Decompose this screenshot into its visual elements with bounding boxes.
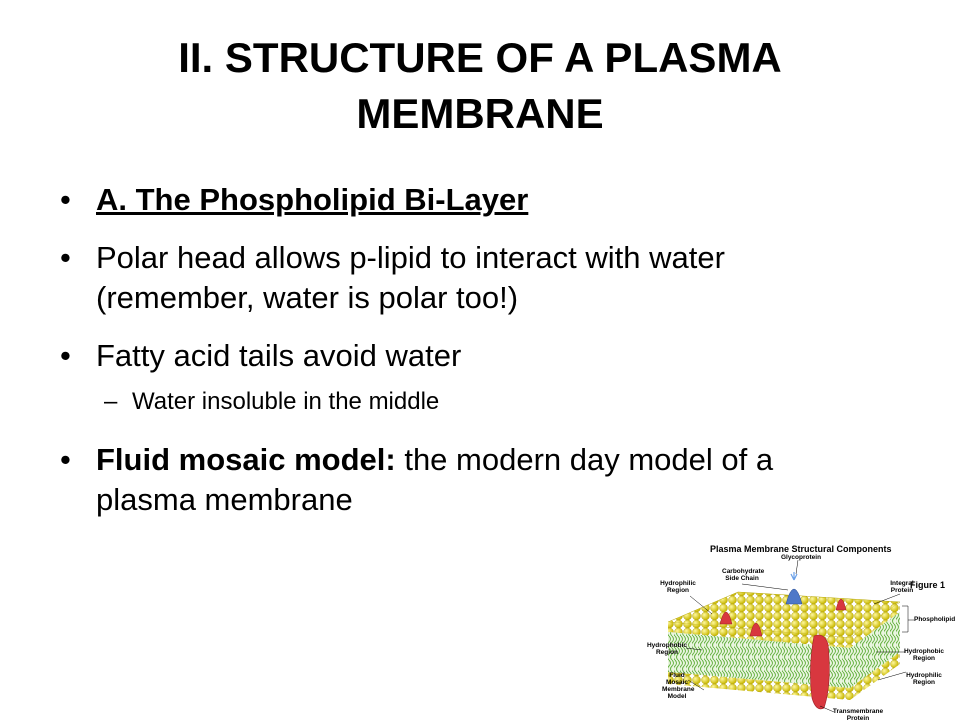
- bullet-list: A. The Phospholipid Bi-Layer Polar head …: [60, 180, 832, 538]
- bullet-phospholipid-bilayer: A. The Phospholipid Bi-Layer: [60, 180, 832, 220]
- glycoprotein-blue: [785, 588, 803, 605]
- transmembrane-protein: [810, 634, 830, 710]
- figure-title: Plasma Membrane Structural Components: [710, 544, 892, 554]
- membrane-illustration: [667, 559, 914, 713]
- figure-number: Figure 1: [910, 580, 946, 590]
- label-hydrophilic-region-left: Hydrophilic Region: [660, 580, 696, 594]
- membrane-side-lower-heads: [850, 652, 900, 700]
- label-hydrophobic-region-right: Hydrophobic Region: [903, 648, 945, 662]
- membrane-front-lower-heads: [668, 672, 850, 700]
- slide-title: II. STRUCTURE OF A PLASMA MEMBRANE: [60, 30, 900, 142]
- label-phospholipid: Phospholipid: [914, 616, 956, 623]
- plasma-membrane-figure: Plasma Membrane Structural Components Fi…: [638, 540, 960, 722]
- fluid-mosaic-term: Fluid mosaic model:: [96, 442, 396, 477]
- membrane-side-upper-heads: [850, 602, 900, 648]
- bullet-fluid-mosaic: Fluid mosaic model: the modern day model…: [60, 440, 832, 520]
- integral-protein-red-2: [749, 622, 763, 637]
- title-line-2: MEMBRANE: [356, 90, 604, 137]
- sub-bullet-water-insoluble: – Water insoluble in the middle: [72, 386, 832, 418]
- integral-protein-red-1: [719, 611, 733, 625]
- carbohydrate-chain: [790, 572, 798, 581]
- integral-protein-red-3: [835, 598, 847, 611]
- label-fluid-mosaic-model: Fluid Mosaic Membrane Model: [662, 672, 695, 700]
- title-line-1: II. STRUCTURE OF A PLASMA: [178, 34, 782, 81]
- label-transmembrane-protein: Transmembrane Protein: [832, 708, 884, 722]
- label-integral-protein: Integral Protein: [890, 580, 914, 594]
- label-hydrophilic-region-right: Hydrophilic Region: [906, 672, 942, 686]
- label-glycoprotein: Glycoprotein: [780, 554, 822, 561]
- dash-marker: –: [104, 388, 118, 415]
- bullet-polar-head: Polar head allows p-lipid to interact wi…: [60, 238, 832, 318]
- bullet-fatty-acid-tails: Fatty acid tails avoid water: [60, 336, 832, 376]
- label-carbohydrate-side-chain: Carbohydrate Side Chain: [722, 568, 765, 582]
- fluid-mosaic-definition: the modern day model of a plasma membran…: [96, 442, 774, 517]
- label-hydrophobic-region-left: Hydrophobic Region: [646, 642, 688, 656]
